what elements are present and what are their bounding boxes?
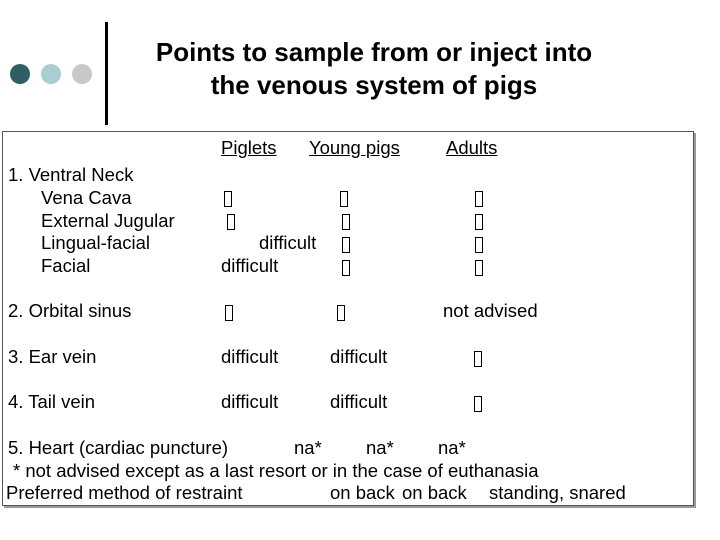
ear-piglets-value: difficult (221, 346, 279, 367)
title-line-2: the venous system of pigs (210, 70, 538, 100)
tail-young-value: difficult (330, 391, 388, 412)
check-icon (342, 260, 350, 276)
bullet-dot-light (41, 64, 61, 84)
orbital-adults-value: not advised (443, 300, 538, 321)
restraint-label: Preferred method of restraint (6, 482, 243, 503)
title-divider (105, 22, 108, 125)
section-ear-vein: 3. Ear vein (8, 346, 97, 367)
section-orbital-sinus: 2. Orbital sinus (8, 300, 132, 321)
check-icon (475, 237, 483, 253)
venous-sampling-table: Piglets Young pigs Adults 1. Ventral Nec… (2, 131, 694, 506)
header-piglets: Piglets (221, 137, 277, 158)
title-line-1: Points to sample from or inject into (155, 37, 593, 67)
check-icon (475, 214, 483, 230)
row-label-facial: Facial (41, 255, 91, 276)
check-icon (227, 214, 235, 230)
check-icon (342, 237, 350, 253)
check-icon (340, 191, 348, 207)
section-ventral-neck: 1. Ventral Neck (8, 164, 134, 185)
restraint-adults-value: standing, snared (489, 482, 626, 503)
check-icon (474, 351, 482, 367)
tail-piglets-value: difficult (221, 391, 279, 412)
bullet-dot-gray (72, 64, 92, 84)
lingual-facial-piglets-value: difficult (259, 232, 317, 253)
row-label-external-jugular: External Jugular (41, 210, 175, 231)
check-icon (342, 214, 350, 230)
footnote: * not advised except as a last resort or… (13, 460, 539, 481)
check-icon (224, 191, 232, 207)
heart-young-value: na* (366, 437, 394, 458)
row-label-vena-cava: Vena Cava (41, 187, 132, 208)
restraint-young-value: on back (402, 482, 467, 503)
check-icon (337, 305, 345, 321)
check-icon (225, 305, 233, 321)
section-heart: 5. Heart (cardiac puncture) (8, 437, 229, 458)
section-tail-vein: 4. Tail vein (8, 391, 96, 412)
bullet-dot-dark (10, 64, 30, 84)
header-adults: Adults (446, 137, 498, 158)
facial-piglets-value: difficult (221, 255, 279, 276)
slide-title: Points to sample from or inject into the… (120, 36, 628, 102)
heart-piglets-value: na* (294, 437, 322, 458)
header-young-pigs: Young pigs (309, 137, 400, 158)
heart-adults-value: na* (438, 437, 466, 458)
ear-young-value: difficult (330, 346, 388, 367)
check-icon (474, 396, 482, 412)
check-icon (475, 191, 483, 207)
check-icon (475, 260, 483, 276)
restraint-piglets-value: on back (330, 482, 395, 503)
row-label-lingual-facial: Lingual-facial (41, 232, 151, 253)
